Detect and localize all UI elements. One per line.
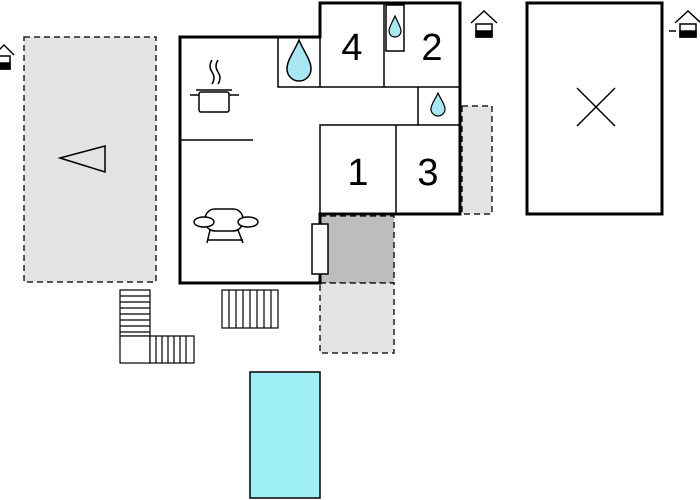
sofa-icon xyxy=(193,208,259,244)
interior-walls xyxy=(180,3,460,214)
staircase-icon xyxy=(221,289,279,329)
carport-x-icon xyxy=(576,87,616,127)
house-symbol-icon xyxy=(0,43,15,70)
tent-triangle-icon xyxy=(57,145,106,174)
house-symbol-icon xyxy=(669,9,700,38)
staircase-icon xyxy=(119,289,195,364)
water-drop-icon xyxy=(430,91,446,117)
swimming-pool xyxy=(249,371,321,499)
cooking-pot-icon xyxy=(190,59,239,113)
covered-terrace xyxy=(319,215,395,284)
room-number-2: 2 xyxy=(421,27,442,69)
open-terrace xyxy=(319,282,395,354)
water-drop-icon xyxy=(388,14,402,38)
room-number-4: 4 xyxy=(341,27,362,69)
stove-unit xyxy=(311,223,329,275)
room-number-3: 3 xyxy=(417,152,438,194)
terrace-left xyxy=(23,36,157,283)
house-symbol-icon xyxy=(470,9,498,38)
terrace-right xyxy=(461,105,493,215)
carport xyxy=(525,1,664,216)
water-drop-icon xyxy=(286,38,312,82)
room-number-1: 1 xyxy=(347,152,368,194)
